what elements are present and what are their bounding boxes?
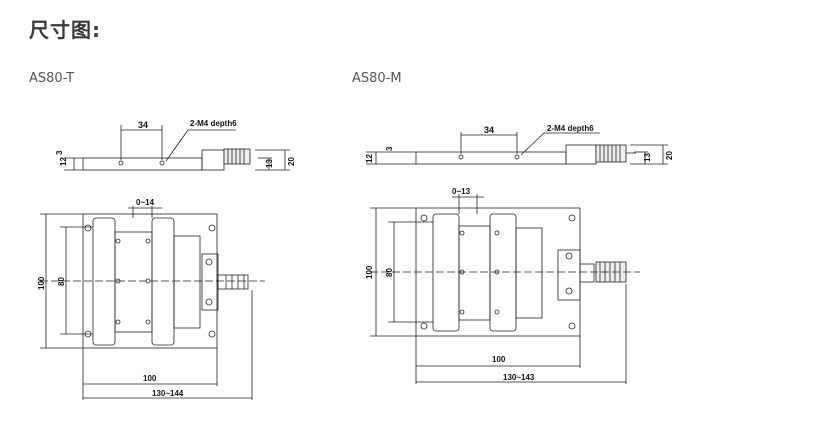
as80-m-hole-spacing: 34	[484, 125, 494, 135]
as80-m-height-inner: 80	[385, 268, 394, 277]
as80-m-top-view	[370, 194, 640, 384]
as80-m-travel: 0~13	[452, 187, 471, 196]
as80-t-base-width: 100	[143, 374, 157, 383]
as80-t-height-outer: 100	[37, 276, 46, 290]
as80-m-overall-width: 130~143	[503, 373, 535, 382]
as80-m-height-knob: 13	[643, 153, 652, 162]
as80-m-height-total: 20	[665, 151, 674, 160]
as80-t-side-view	[64, 125, 290, 171]
model-label-as80-m: AS80-M	[352, 71, 402, 86]
as80-m-thickness: 12	[365, 154, 374, 163]
as80-t-travel: 0~14	[136, 198, 155, 207]
model-label-as80-t: AS80-T	[29, 71, 75, 86]
as80-m-side-view	[366, 132, 668, 165]
as80-t-top-view	[40, 206, 265, 400]
as80-t-overall-width: 130~144	[152, 389, 184, 398]
as80-t-hole-spacing: 34	[138, 120, 148, 130]
as80-m-height-outer: 100	[365, 265, 374, 279]
as80-t-height-total: 20	[287, 157, 296, 166]
as80-t-height-knob: 13	[265, 159, 274, 168]
as80-m-step: 3	[385, 146, 394, 151]
as80-t-height-inner: 80	[57, 277, 66, 286]
as80-t-thickness: 12	[59, 157, 68, 166]
as80-t-step: 3	[55, 150, 64, 155]
as80-m-base-width: 100	[492, 355, 506, 364]
as80-t-tap-note: 2-M4 depth6	[190, 119, 237, 128]
as80-m-tap-note: 2-M4 depth6	[547, 124, 594, 133]
page-title: 尺寸图:	[29, 18, 101, 42]
